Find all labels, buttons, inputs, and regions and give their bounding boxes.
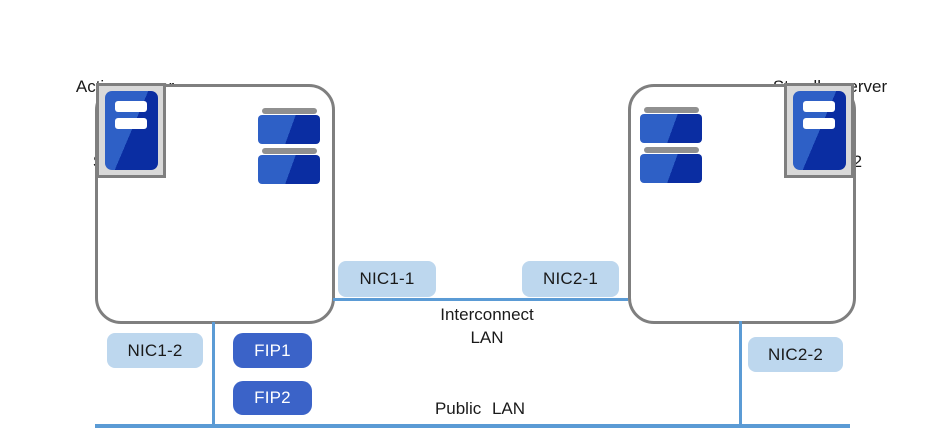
fip2-badge: FIP2 <box>233 381 312 415</box>
server-drive-slot <box>802 101 835 112</box>
server-chassis <box>104 91 158 170</box>
server-drive-slot <box>114 101 147 112</box>
server-chassis <box>792 91 846 170</box>
mirror-disk2-icon <box>640 107 702 187</box>
disk-platter <box>258 148 320 184</box>
disk-platter <box>640 147 702 183</box>
nic1-2-badge: NIC1-2 <box>107 333 203 368</box>
server-drive-slot <box>802 118 835 129</box>
public-lan-line <box>95 424 850 428</box>
disk-platter <box>258 108 320 144</box>
server-drive-slot <box>114 118 147 129</box>
server2-public-link-line <box>739 321 742 425</box>
public-lan-label: Public LAN <box>434 399 526 418</box>
interconnect-lan-line <box>333 298 628 301</box>
disk-platter <box>640 107 702 143</box>
nic2-1-badge: NIC2-1 <box>522 261 619 297</box>
nic2-2-badge: NIC2-2 <box>748 337 843 372</box>
nic1-1-badge: NIC1-1 <box>338 261 436 297</box>
fip1-badge: FIP1 <box>233 333 312 368</box>
mirror-disk1-icon <box>258 108 320 188</box>
interconnect-lan-label: Interconnect LAN <box>440 305 534 347</box>
server1-public-link-line <box>212 322 215 425</box>
server2-icon <box>784 83 854 178</box>
server1-icon <box>96 83 166 178</box>
